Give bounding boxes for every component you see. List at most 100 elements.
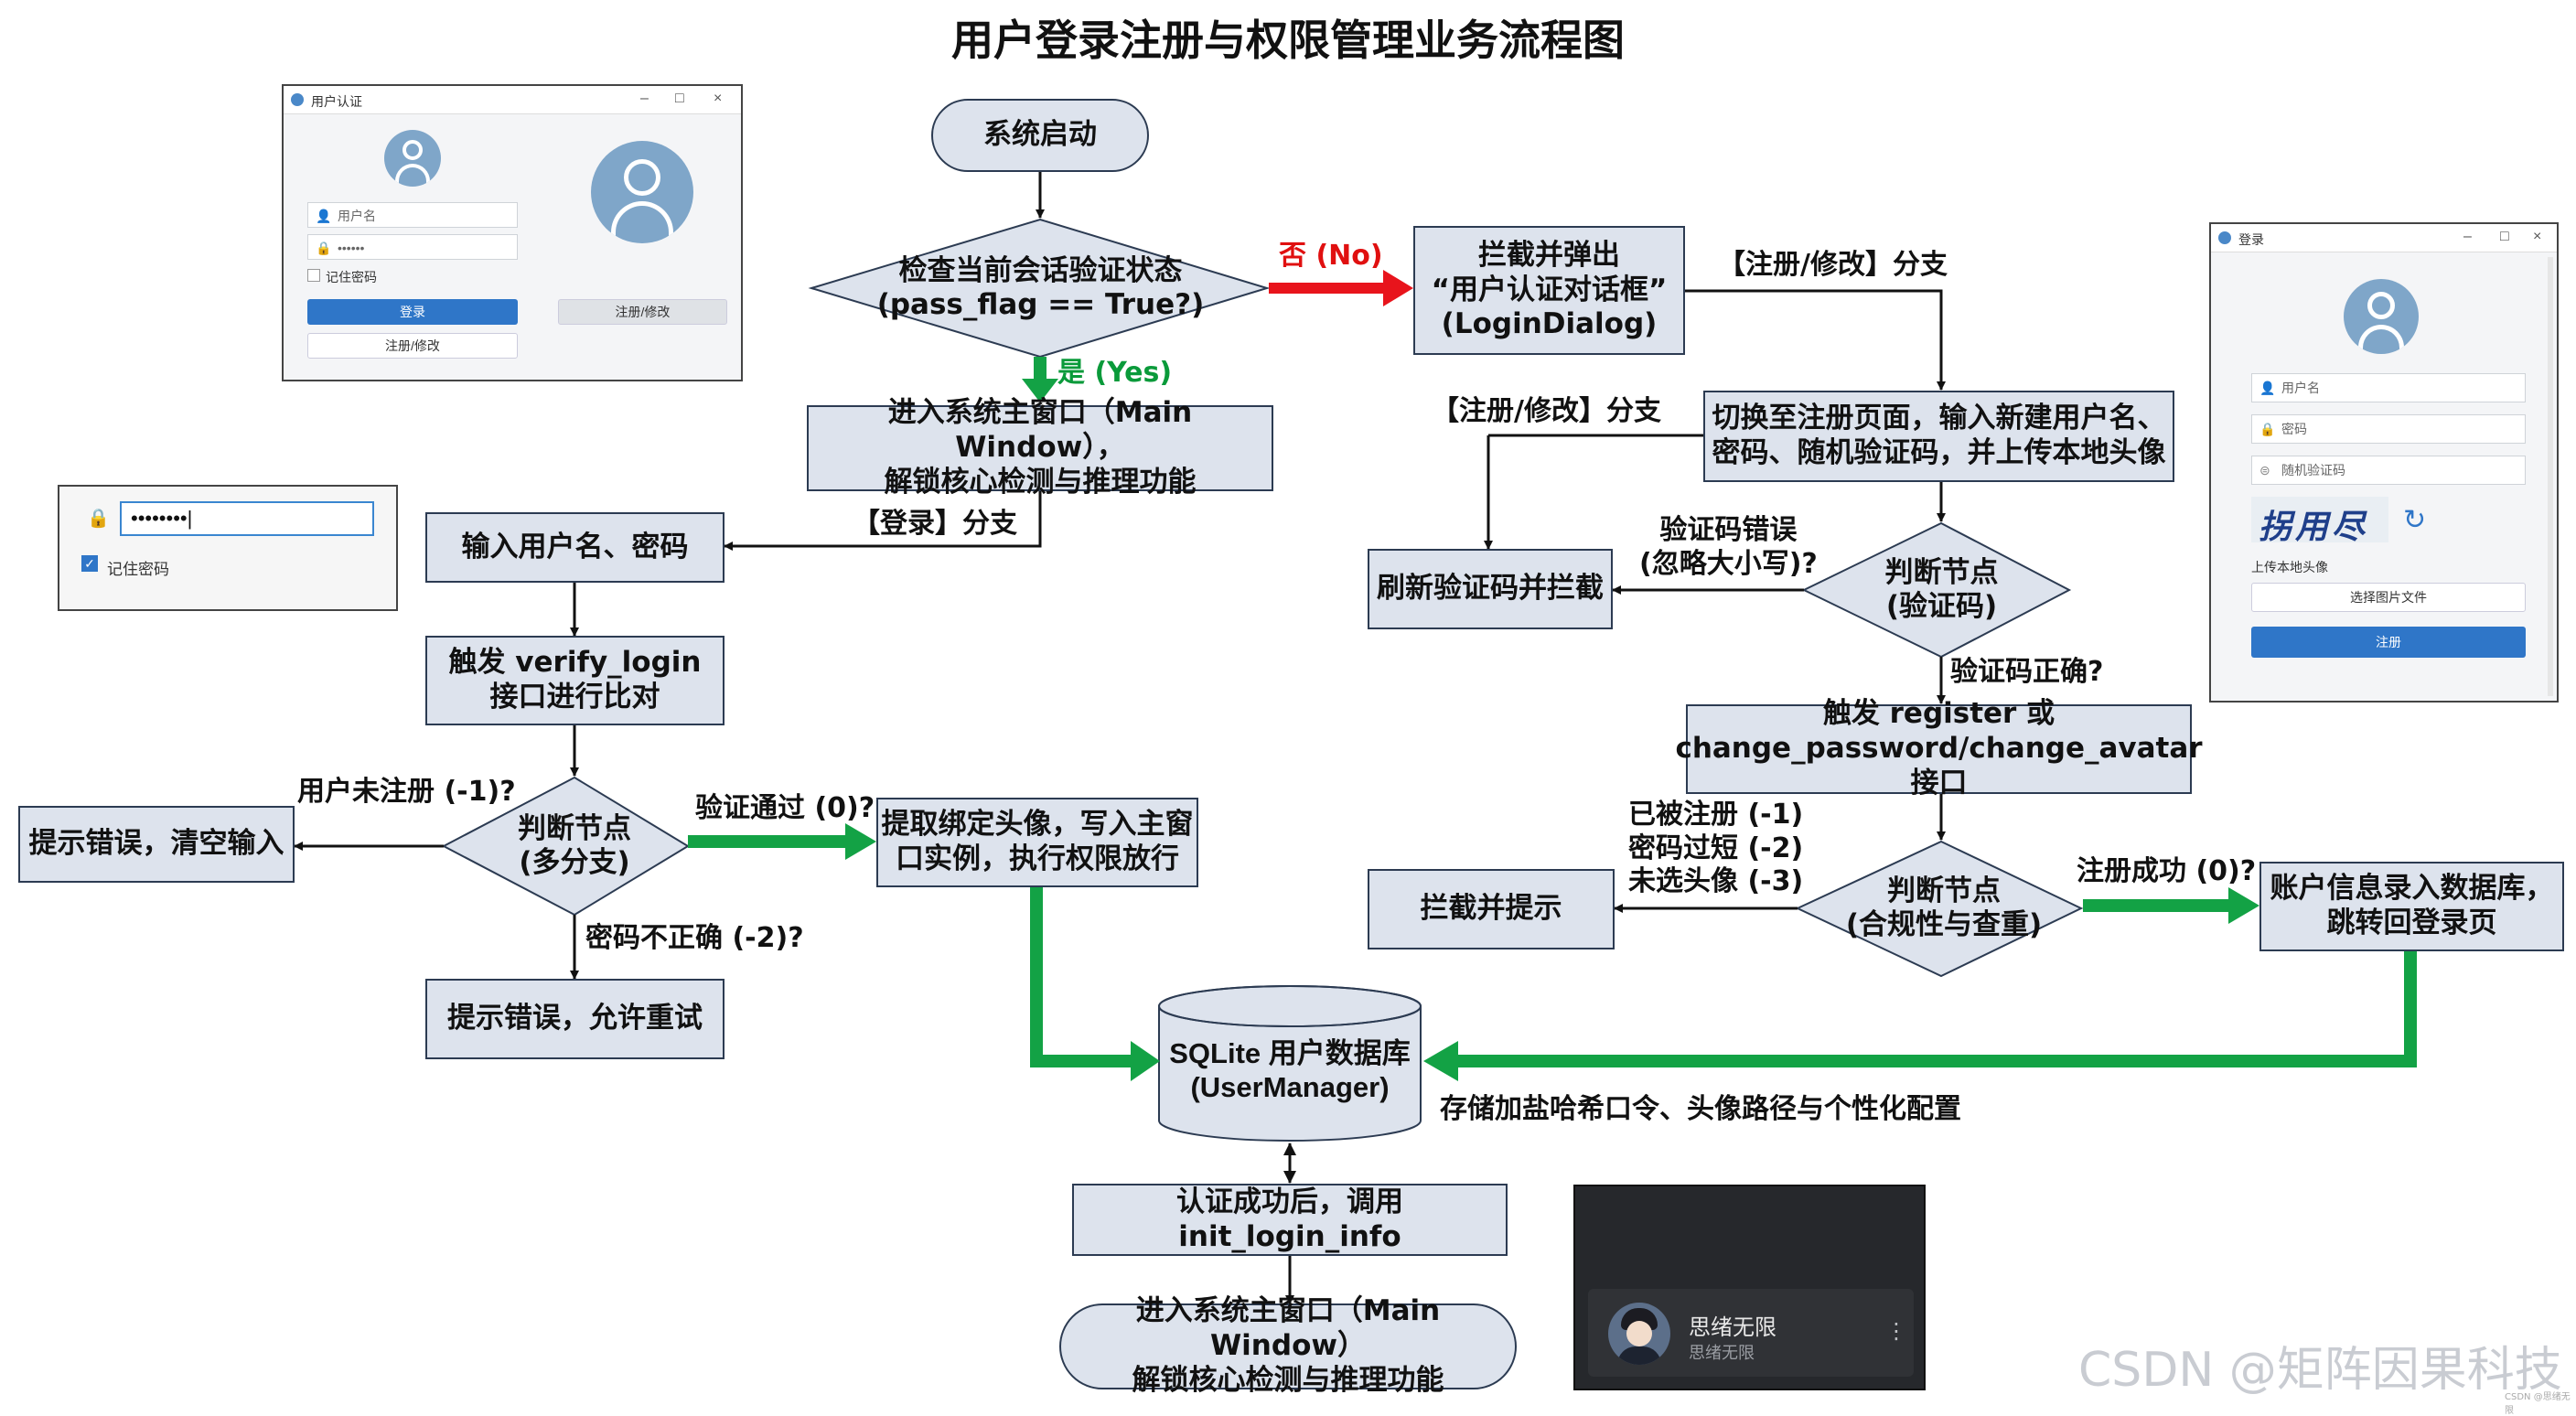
upload-avatar-label: 上传本地头像 [2251,560,2328,574]
text-cursor: | [187,507,193,530]
edge-register-success-head [2228,887,2259,924]
maximize-icon[interactable]: □ [675,91,684,106]
login-window-mock: 用户认证 – □ × 👤 用户名 🔒 •••••• 记住密码 登录 注册/修改 … [282,84,743,381]
profile-card: 思绪无限 思绪无限 ⋮ [1573,1185,1926,1390]
lock-icon: 🔒 [87,509,110,529]
node-main-window-1: 进入系统主窗口（Main Window）， 解锁核心检测与推理功能 [807,396,1273,499]
register-button[interactable]: 注册/修改 [307,333,518,359]
lock-icon: 🔒 [316,241,332,255]
user-icon: 👤 [2259,381,2276,395]
csdn-watermark: CSDN @矩阵因果科技 [2078,1343,2562,1398]
maximize-icon[interactable]: □ [2500,229,2509,244]
label-db-note: 存储加盐哈希口令、头像路径与个性化配置 [1440,1093,1961,1125]
node-input-credentials: 输入用户名、密码 [425,512,724,583]
node-intercept-prompt: 拦截并提示 [1368,869,1615,949]
node-fetch-avatar: 提取绑定头像，写入主窗 口实例，执行权限放行 [876,798,1198,887]
login-window-title: 用户认证 [311,94,362,109]
choose-file-button[interactable]: 选择图片文件 [2251,583,2526,612]
node-init-login: 认证成功后，调用 init_login_info [1072,1184,1508,1256]
more-menu-icon[interactable]: ⋮ [1885,1318,1907,1344]
label-register-branch-2: 【注册/修改】分支 [1432,395,1661,427]
app-icon [291,93,304,106]
profile-avatar-body [1617,1346,1661,1365]
login-password-input[interactable]: 🔒 •••••• [307,234,518,260]
edge-account-db-head [1423,1041,1458,1081]
close-icon[interactable]: × [2533,229,2542,244]
label-captcha-wrong: 验证码错误 (忽略大小写)? [1639,514,1818,580]
diamond-judge-compliance [1795,840,2084,978]
login-avatar-small [384,130,441,187]
profile-avatar-face [1626,1321,1652,1346]
label-verify-pass: 验证通过 (0)? [695,792,875,824]
register-password-input[interactable]: 🔒 密码 [2251,414,2526,444]
captcha-image[interactable]: 拐用尽 [2251,497,2388,542]
edge-account-db [1454,951,2417,1067]
node-account-saved: 账户信息录入数据库， 跳转回登录页 [2259,862,2564,951]
node-error-retry: 提示错误，允许重试 [425,979,724,1059]
scrollbar[interactable] [2548,257,2553,696]
label-captcha-right: 验证码正确? [1950,656,2104,688]
node-check-session: 检查当前会话验证状态 (pass_flag == True?) [876,253,1205,321]
remember-checkbox[interactable] [307,269,320,282]
register-window-titlebar: 登录 – □ × [2211,224,2557,252]
node-verify-login: 触发 verify_login 接口进行比对 [425,636,724,725]
profile-card-inner: 思绪无限 思绪无限 ⋮ [1588,1289,1914,1377]
shield-icon: ⊜ [2259,463,2270,477]
password-snippet: 🔒 ••••••••| ✓ 记住密码 [58,485,398,611]
remember-checkbox-checked[interactable]: ✓ [81,555,98,572]
register-password-placeholder: 密码 [2281,422,2307,436]
login-username-placeholder: 用户名 [338,209,376,223]
node-switch-register: 切换至注册页面，输入新建用户名、 密码、随机验证码，并上传本地头像 [1703,391,2174,482]
node-database: SQLite 用户数据库 (UserManager) [1169,1036,1411,1103]
minimize-icon[interactable]: – [640,91,649,106]
profile-avatar [1608,1303,1670,1365]
register-username-placeholder: 用户名 [2281,381,2320,395]
profile-name: 思绪无限 [1689,1314,1776,1340]
label-no: 否 (No) [1279,240,1383,272]
login-password-value: •••••• [338,241,365,255]
database-cylinder [1158,985,1422,1142]
app-icon [2218,231,2231,244]
edge-dialog-register [1683,289,1946,391]
page-title: 用户登录注册与权限管理业务流程图 [951,16,1625,65]
register-submit-button[interactable]: 注册 [2251,627,2526,658]
node-refresh-captcha: 刷新验证码并拦截 [1368,549,1613,629]
minimize-icon[interactable]: – [2463,229,2472,244]
label-yes: 是 (Yes) [1057,357,1173,389]
close-icon[interactable]: × [714,91,723,106]
edge-login-branch [724,491,1042,551]
node-judge-captcha: 判断节点 (验证码) [1884,555,1999,623]
login-window-titlebar: 用户认证 – □ × [284,86,741,114]
node-trigger-register: 触发 register 或 change_password/change_ava… [1675,697,2203,799]
lock-icon: 🔒 [2259,422,2276,436]
login-avatar-large [591,141,693,243]
profile-subtitle: 思绪无限 [1689,1344,1755,1363]
password-snippet-input[interactable]: ••••••••| [120,501,374,536]
login-button[interactable]: 登录 [307,299,518,325]
edge-fetch-db [1030,887,1134,1067]
node-error-clear: 提示错误，清空输入 [18,806,295,883]
password-snippet-remember: 记住密码 [107,561,169,578]
node-judge-multi: 判断节点 (多分支) [518,811,631,879]
captcha-text: 拐用尽 [2259,508,2369,542]
node-main-window-2: 进入系统主窗口（Main Window） 解锁核心检测与推理功能 [1059,1294,1517,1397]
register-username-input[interactable]: 👤 用户名 [2251,373,2526,402]
edge-fetch-db-head [1131,1041,1160,1081]
register-captcha-placeholder: 随机验证码 [2281,463,2345,477]
captcha-refresh-icon[interactable]: ↻ [2403,505,2427,535]
register-captcha-input[interactable]: ⊜ 随机验证码 [2251,456,2526,485]
login-username-input[interactable]: 👤 用户名 [307,202,518,228]
register-window-mock: 登录 – □ × 👤 用户名 🔒 密码 ⊜ 随机验证码 拐用尽 ↻ 上传本地头像… [2209,222,2559,703]
node-intercept-dialog: 拦截并弹出 “用户认证对话框” (LoginDialog) [1413,226,1685,355]
edge-yes-arrowhead [1022,379,1058,402]
edge-no-arrowhead [1383,270,1413,306]
label-user-unregistered: 用户未注册 (-1)? [297,776,516,808]
user-icon: 👤 [316,209,332,223]
register-button-right[interactable]: 注册/修改 [558,299,727,325]
label-register-success: 注册成功 (0)? [2077,855,2257,887]
remember-label: 记住密码 [326,270,377,284]
label-login-branch: 【登录】分支 [853,508,1017,540]
node-judge-compliance: 判断节点 (合规性与查重) [1845,874,2043,941]
